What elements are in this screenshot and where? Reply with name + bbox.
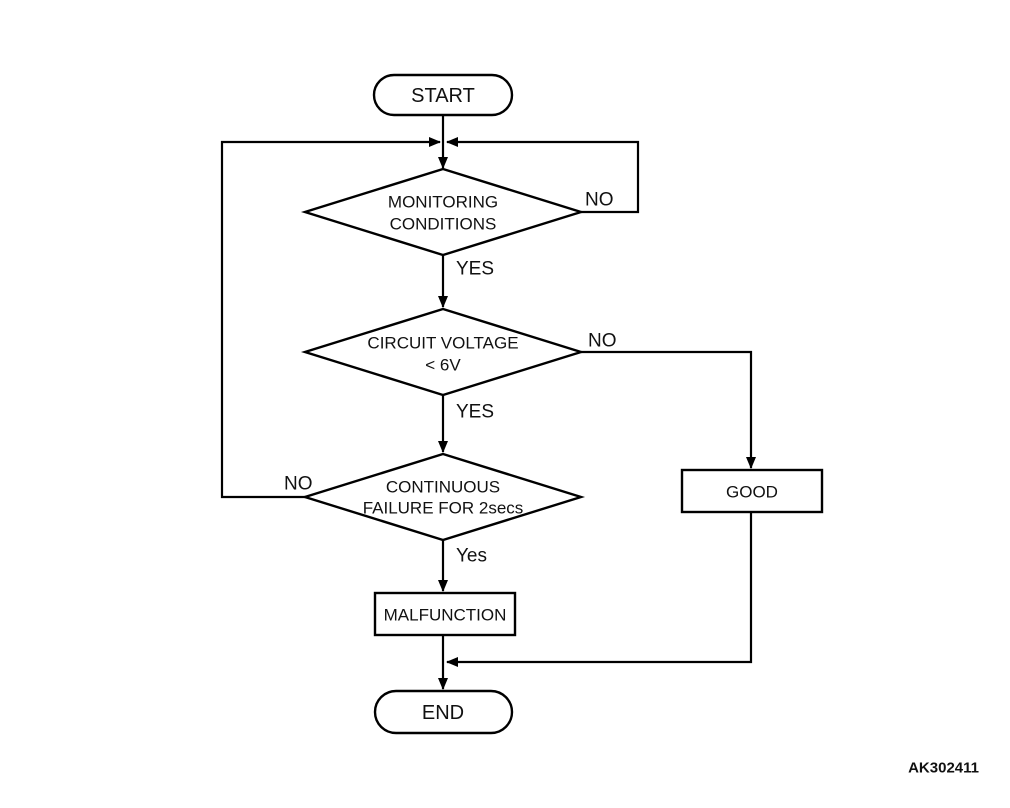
node-monitoring-label-line1: MONITORING [388,193,498,212]
edge-continuous-no-loop [220,137,441,499]
label-monitoring-no: NO [585,190,614,211]
node-continuous-label-line2: FAILURE FOR 2secs [363,499,524,518]
node-voltage-label-line1: CIRCUIT VOLTAGE [367,334,518,353]
node-good [680,468,824,514]
node-voltage-label-line2: < 6V [425,356,461,375]
edge-voltage-no-to-good [581,350,756,469]
node-end [373,689,514,735]
label-continuous-yes: Yes [456,546,487,567]
label-voltage-yes: YES [456,402,494,423]
node-good-label: GOOD [726,483,778,502]
footer-reference-code: AK302411 [908,760,979,777]
edge-good-merge [446,512,753,667]
node-start [372,73,514,117]
node-monitoring-label-line2: CONDITIONS [390,215,497,234]
edge-monitoring-no-loop [446,137,640,214]
node-continuous-decision [300,452,586,542]
node-start-label: START [411,85,475,107]
node-malfunction-label: MALFUNCTION [384,606,507,625]
node-voltage-decision [300,307,586,397]
node-end-label: END [422,702,464,724]
node-continuous-label-line1: CONTINUOUS [386,478,500,497]
label-monitoring-yes: YES [456,259,494,280]
node-malfunction [373,591,517,637]
node-monitoring-decision [300,167,586,257]
label-voltage-no: NO [588,331,617,352]
label-continuous-no: NO [284,474,313,495]
